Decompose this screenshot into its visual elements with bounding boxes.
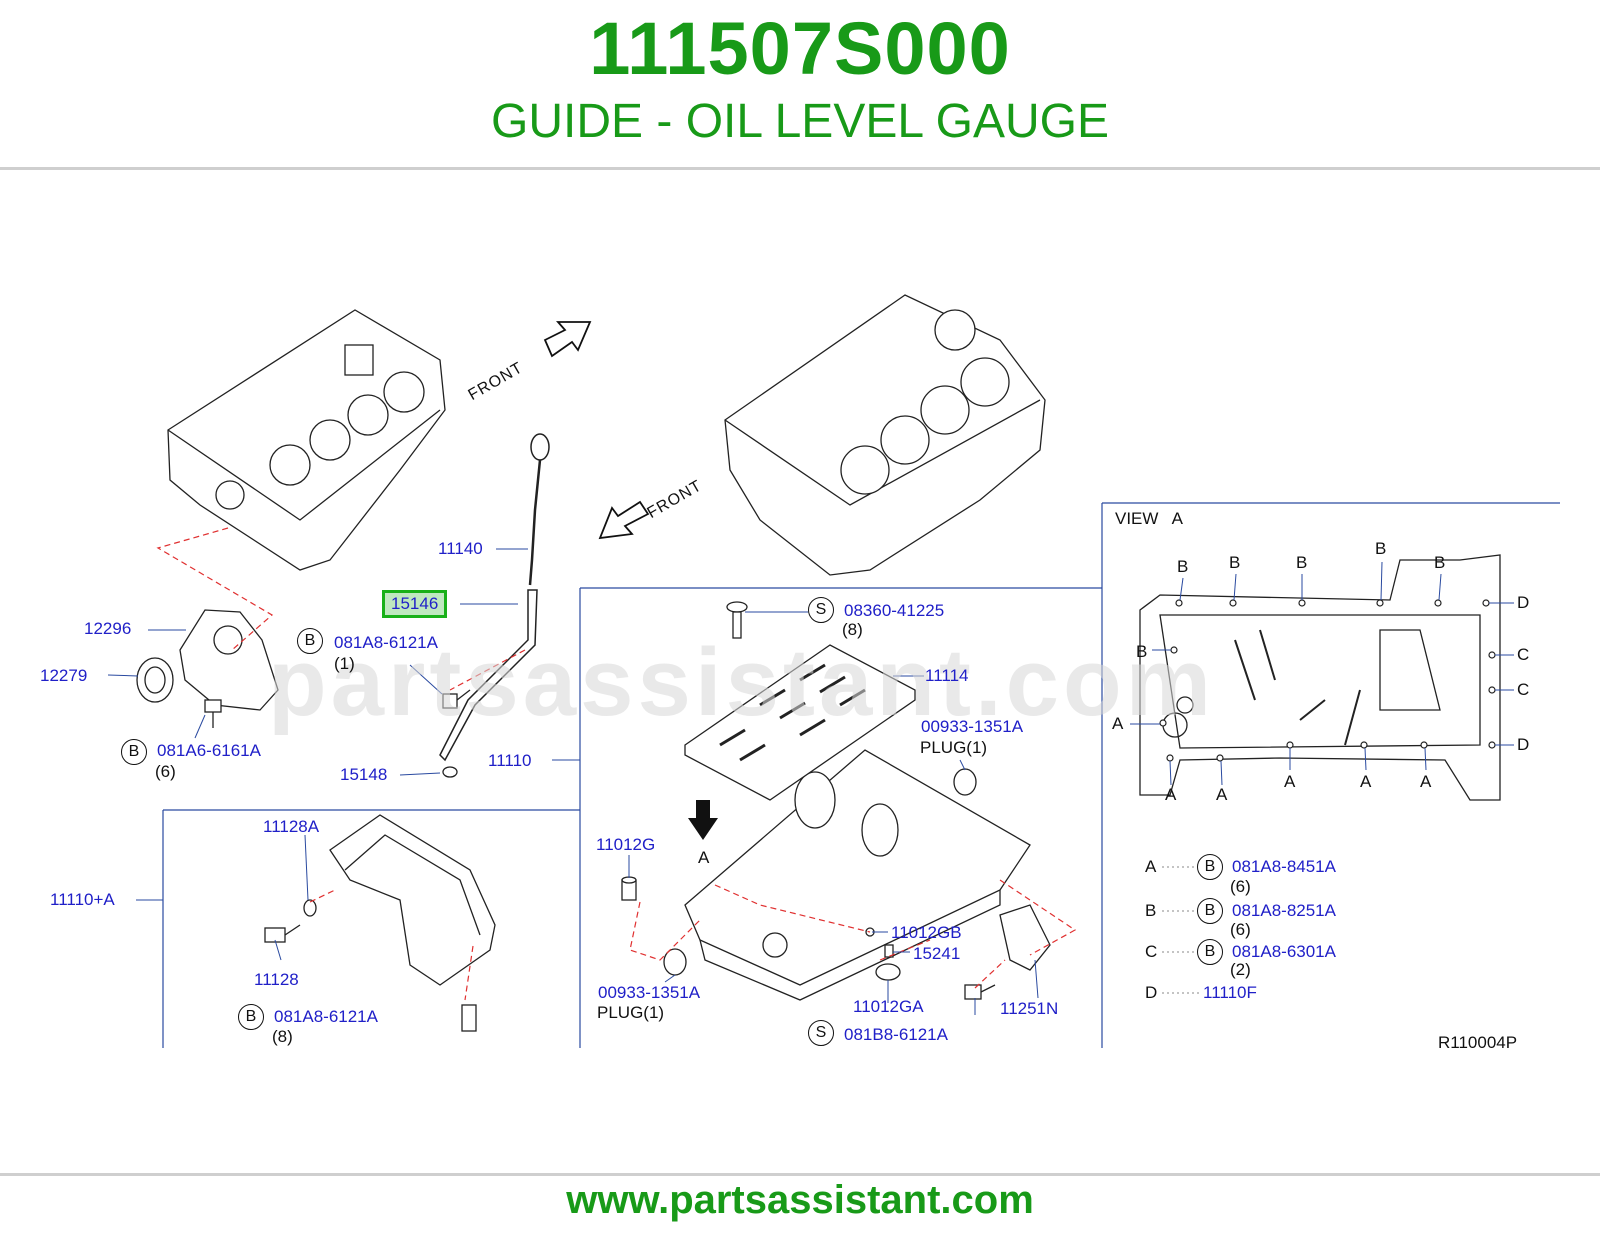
- view-a-leaders: [1130, 561, 1514, 786]
- legend-part-b[interactable]: 081A8-8251A: [1232, 901, 1336, 920]
- header-divider: [0, 167, 1600, 170]
- qty-081a8-6121a-upper: (1): [334, 654, 355, 673]
- legend-key-c: C: [1145, 942, 1158, 961]
- badge-s-08360: S: [808, 597, 834, 623]
- watermark: partsassistant.com: [268, 629, 1216, 736]
- legend-key-d: D: [1145, 983, 1158, 1002]
- view-label-a5: A: [1360, 772, 1372, 791]
- engine-block-left: [167, 309, 446, 571]
- qty-081a8-6121a-lower: (8): [272, 1027, 293, 1046]
- legend-qty-c: (2): [1230, 960, 1251, 979]
- view-label-b4: B: [1375, 539, 1387, 558]
- view-label-a4: A: [1284, 772, 1296, 791]
- part-15241[interactable]: 15241: [913, 944, 961, 963]
- view-label-d2: D: [1517, 735, 1530, 754]
- oil-pan-lower: [264, 814, 496, 1032]
- badge-b-081a8-lower: B: [238, 1004, 264, 1030]
- footer-divider: [0, 1173, 1600, 1176]
- legend-part-d[interactable]: 11110F: [1203, 983, 1257, 1002]
- view-a-title: VIEW A: [1115, 509, 1184, 528]
- plug-upper: PLUG(1): [920, 738, 988, 757]
- view-label-b3: B: [1296, 553, 1308, 572]
- dashed-guides: [156, 527, 1077, 1001]
- view-a-outline: [1139, 554, 1501, 801]
- view-label-a2: A: [1165, 785, 1177, 804]
- view-label-d1: D: [1517, 593, 1530, 612]
- front-arrow-upper: [543, 321, 592, 358]
- part-081a8-6121a-upper[interactable]: 081A8-6121A: [334, 633, 438, 652]
- badge-b-081a6: B: [121, 739, 147, 765]
- legend-key-a: A: [1145, 857, 1157, 876]
- part-11140[interactable]: 11140: [438, 539, 483, 558]
- part-15148[interactable]: 15148: [340, 765, 388, 784]
- view-a-arrow-label: A: [698, 848, 710, 867]
- part-081a8-6121a-lower[interactable]: 081A8-6121A: [274, 1007, 378, 1026]
- baffle-plate: [684, 644, 916, 801]
- rear-cover-11251n: [964, 904, 1051, 1000]
- part-11251n[interactable]: 11251N: [1000, 999, 1059, 1018]
- oil-pan-upper: [684, 749, 1031, 1001]
- view-label-a6: A: [1420, 772, 1432, 791]
- qty-081a6-6161a: (6): [155, 762, 176, 781]
- legend-part-c[interactable]: 081A8-6301A: [1232, 942, 1336, 961]
- view-label-a3: A: [1216, 785, 1228, 804]
- part-11110a[interactable]: 11110+A: [50, 890, 115, 909]
- view-label-b2: B: [1229, 553, 1241, 572]
- badge-s-081b8: S: [808, 1020, 834, 1046]
- view-a-arrow: [688, 800, 718, 840]
- highlighted-part-15146[interactable]: 15146: [382, 590, 448, 618]
- part-00933-1351a-upper[interactable]: 00933-1351A: [921, 717, 1024, 736]
- view-label-b6: B: [1136, 642, 1148, 661]
- bolt-081a8-left: [442, 689, 471, 709]
- part-12296[interactable]: 12296: [84, 619, 132, 638]
- legend-qty-a: (6): [1230, 877, 1251, 896]
- legend-part-a[interactable]: 081A8-8451A: [1232, 857, 1336, 876]
- part-11114[interactable]: 11114: [925, 666, 969, 685]
- dipstick-tube: [439, 433, 550, 778]
- legend-badge-a: B: [1197, 854, 1223, 880]
- drain-plug: [621, 768, 977, 981]
- view-label-c2: C: [1517, 680, 1530, 699]
- part-12279[interactable]: 12279: [40, 666, 88, 685]
- view-label-c1: C: [1517, 645, 1530, 664]
- part-00933-1351a-lower[interactable]: 00933-1351A: [598, 983, 701, 1002]
- view-label-b1: B: [1177, 557, 1189, 576]
- legend-key-b: B: [1145, 901, 1157, 920]
- footer-website-link[interactable]: www.partsassistant.com: [566, 1178, 1034, 1222]
- highlighted-part-label: 15146: [391, 594, 439, 613]
- part-081a6-6161a[interactable]: 081A6-6161A: [157, 741, 261, 760]
- legend-badge-c: B: [1197, 939, 1223, 965]
- part-081b8-6121a[interactable]: 081B8-6121A: [844, 1025, 948, 1044]
- badge-b-081a8-left: B: [297, 628, 323, 654]
- diagram-code: R110004P: [1438, 1033, 1518, 1052]
- part-number: 111507S000: [589, 7, 1011, 90]
- front-arrow-lower: [598, 500, 650, 540]
- part-11012g[interactable]: 11012G: [596, 835, 656, 854]
- plug-lower: PLUG(1): [597, 1003, 665, 1022]
- legend-qty-b: (6): [1230, 920, 1251, 939]
- part-11012ga[interactable]: 11012GA: [853, 997, 924, 1016]
- frame-lines: [162, 502, 1560, 1048]
- part-11110[interactable]: 11110: [488, 751, 532, 770]
- legend-dots: [1162, 866, 1200, 994]
- label-leaders: [107, 548, 1039, 1015]
- part-description: GUIDE - OIL LEVEL GAUGE: [491, 95, 1109, 148]
- legend-badge-b: B: [1197, 898, 1223, 924]
- part-11128a[interactable]: 11128A: [263, 817, 320, 836]
- view-label-a1: A: [1112, 714, 1124, 733]
- qty-08360-41225: (8): [842, 620, 863, 639]
- engine-block-right: [724, 294, 1046, 576]
- part-11012gb[interactable]: 11012GB: [891, 923, 962, 942]
- rear-seal-cover: [136, 609, 279, 728]
- part-08360-41225[interactable]: 08360-41225: [844, 601, 945, 620]
- screw-08360: [726, 601, 748, 639]
- view-label-b5: B: [1434, 553, 1446, 572]
- part-11128[interactable]: 11128: [254, 970, 299, 989]
